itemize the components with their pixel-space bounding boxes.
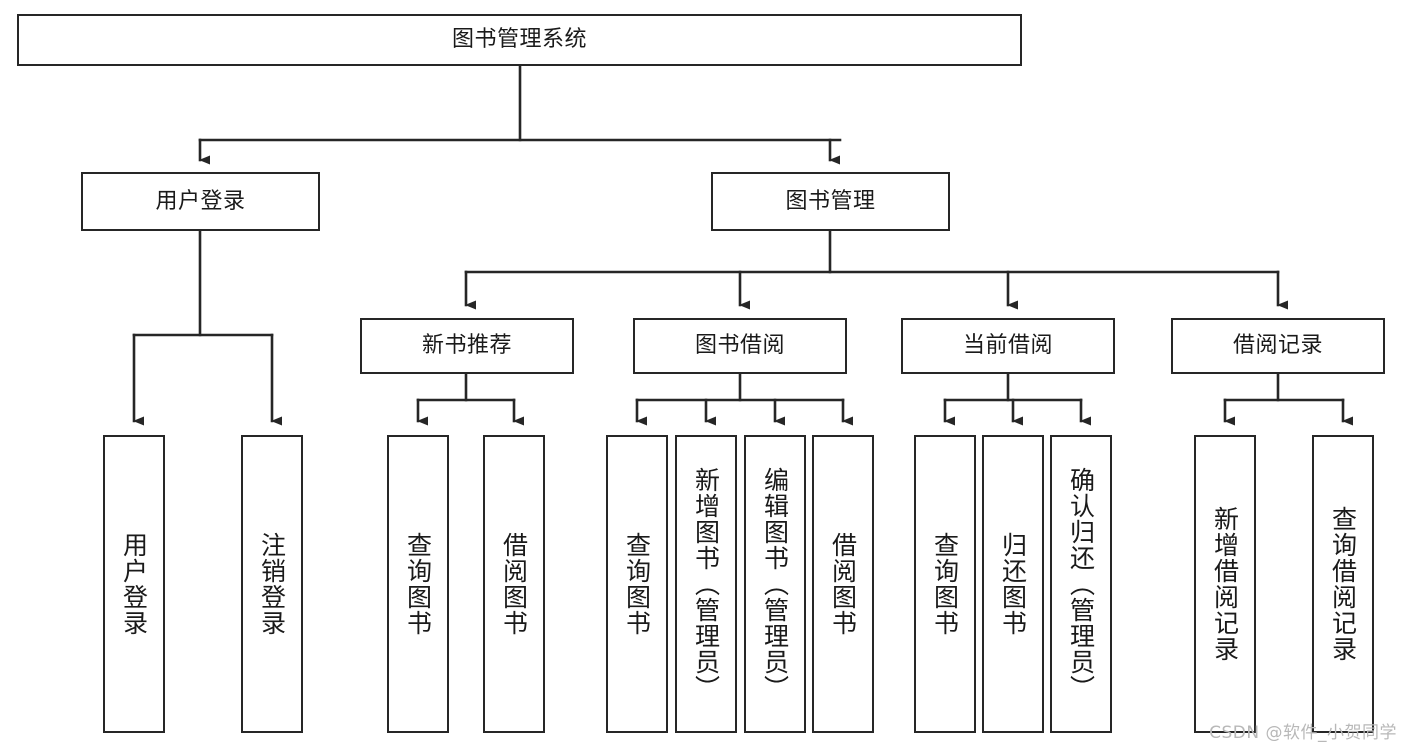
- node-label: 图书借阅: [694, 333, 785, 359]
- leaf-current-borrow-return[interactable]: 归还图书: [982, 435, 1044, 733]
- node-label: 新增借阅记录: [1210, 506, 1240, 662]
- node-label: 借阅图书: [828, 532, 858, 636]
- node-label: 注销登录: [257, 532, 287, 636]
- leaf-current-borrow-confirm-return[interactable]: 确认归还（管理员）: [1050, 435, 1112, 733]
- node-label: 查询图书: [622, 532, 652, 636]
- node-label: 确认归还（管理员）: [1066, 467, 1096, 701]
- node-label: 借阅记录: [1232, 333, 1323, 359]
- node-label: 图书管理系统: [451, 27, 587, 53]
- node-label: 新书推荐: [421, 333, 512, 359]
- leaf-user-login-logout[interactable]: 注销登录: [241, 435, 303, 733]
- node-label: 借阅图书: [499, 532, 529, 636]
- node-label: 查询图书: [930, 532, 960, 636]
- node-borrow-record[interactable]: 借阅记录: [1171, 318, 1385, 374]
- leaf-new-book-query[interactable]: 查询图书: [387, 435, 449, 733]
- leaf-user-login-login[interactable]: 用户登录: [103, 435, 165, 733]
- leaf-borrow-record-query[interactable]: 查询借阅记录: [1312, 435, 1374, 733]
- node-new-book-recommend[interactable]: 新书推荐: [360, 318, 574, 374]
- node-current-borrow[interactable]: 当前借阅: [901, 318, 1115, 374]
- node-book-borrow[interactable]: 图书借阅: [633, 318, 847, 374]
- leaf-book-borrow-borrow[interactable]: 借阅图书: [812, 435, 874, 733]
- leaf-new-book-borrow[interactable]: 借阅图书: [483, 435, 545, 733]
- leaf-book-borrow-edit[interactable]: 编辑图书（管理员）: [744, 435, 806, 733]
- leaf-current-borrow-query[interactable]: 查询图书: [914, 435, 976, 733]
- node-root-system[interactable]: 图书管理系统: [17, 14, 1022, 66]
- node-label: 用户登录: [119, 532, 149, 636]
- node-book-management[interactable]: 图书管理: [711, 172, 950, 231]
- node-label: 归还图书: [998, 532, 1028, 636]
- node-label: 编辑图书（管理员）: [760, 467, 790, 701]
- leaf-book-borrow-query[interactable]: 查询图书: [606, 435, 668, 733]
- csdn-watermark: CSDN @软件_小贺同学: [1209, 723, 1397, 743]
- leaf-book-borrow-add[interactable]: 新增图书（管理员）: [675, 435, 737, 733]
- node-label: 用户登录: [155, 188, 246, 214]
- leaf-borrow-record-add[interactable]: 新增借阅记录: [1194, 435, 1256, 733]
- node-label: 新增图书（管理员）: [691, 467, 721, 701]
- node-label: 查询图书: [403, 532, 433, 636]
- node-label: 查询借阅记录: [1328, 506, 1358, 662]
- node-label: 当前借阅: [962, 333, 1053, 359]
- node-label: 图书管理: [785, 188, 876, 214]
- node-user-login[interactable]: 用户登录: [81, 172, 320, 231]
